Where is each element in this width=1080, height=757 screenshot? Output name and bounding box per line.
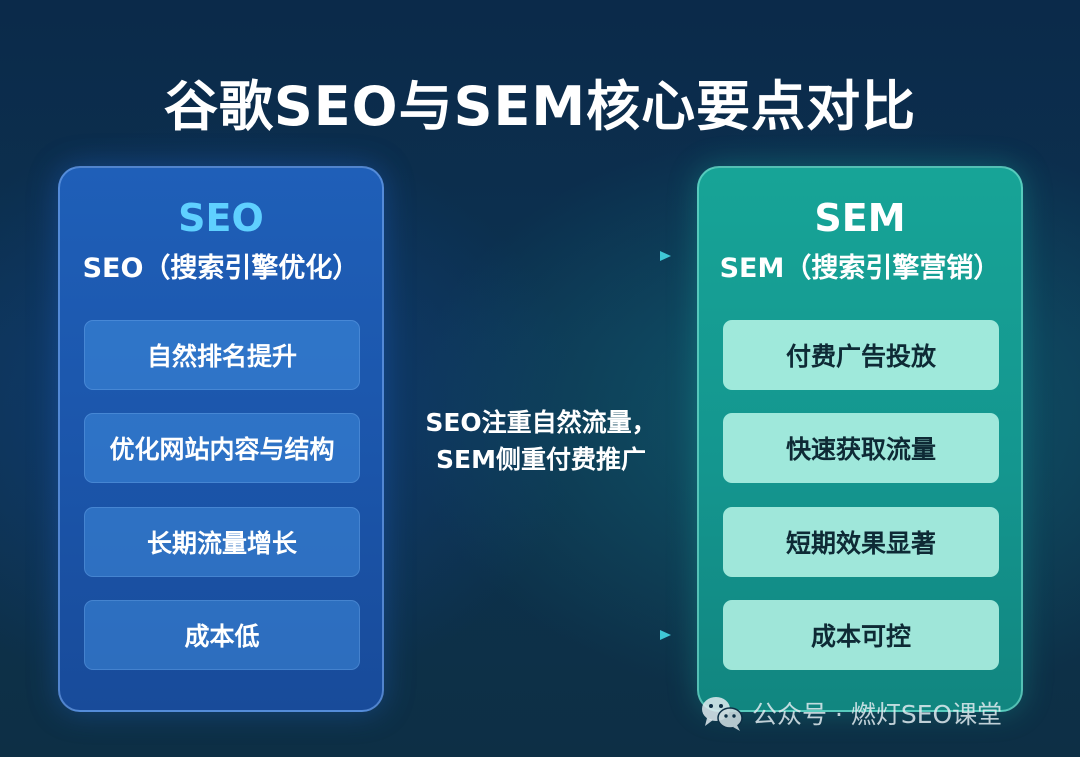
seo-item: 优化网站内容与结构 — [84, 413, 360, 483]
page-title: 谷歌SEO与SEM核心要点对比 — [163, 75, 917, 138]
sem-heading: SEM — [814, 196, 906, 240]
watermark: 公众号 · 燃灯SEO课堂 — [700, 693, 1002, 733]
sem-item: 成本可控 — [723, 600, 999, 670]
seo-panel: SEO SEO（搜索引擎优化） 自然排名提升 优化网站内容与结构 长期流量增长 … — [58, 166, 384, 712]
center-note: SEO注重自然流量， SEM侧重付费推广 — [396, 404, 686, 478]
seo-item: 长期流量增长 — [84, 507, 360, 577]
seo-item: 成本低 — [84, 600, 360, 670]
sem-panel: SEM SEM（搜索引擎营销） 付费广告投放 快速获取流量 短期效果显著 成本可… — [697, 166, 1023, 712]
seo-subtitle: SEO（搜索引擎优化） — [82, 253, 360, 284]
sem-item: 付费广告投放 — [723, 320, 999, 390]
seo-heading: SEO — [178, 196, 264, 240]
wechat-icon — [702, 697, 743, 731]
seo-item: 自然排名提升 — [84, 320, 360, 390]
watermark-text: 公众号 · 燃灯SEO课堂 — [752, 700, 1003, 729]
arrow-right-icon — [414, 630, 671, 640]
sem-item: 短期效果显著 — [723, 507, 999, 577]
sem-subtitle: SEM（搜索引擎营销） — [719, 253, 1001, 284]
center-note-line: SEM侧重付费推广 — [436, 445, 646, 474]
arrow-right-icon — [414, 251, 671, 261]
center-note-line: SEO注重自然流量， — [425, 408, 657, 437]
sem-item: 快速获取流量 — [723, 413, 999, 483]
